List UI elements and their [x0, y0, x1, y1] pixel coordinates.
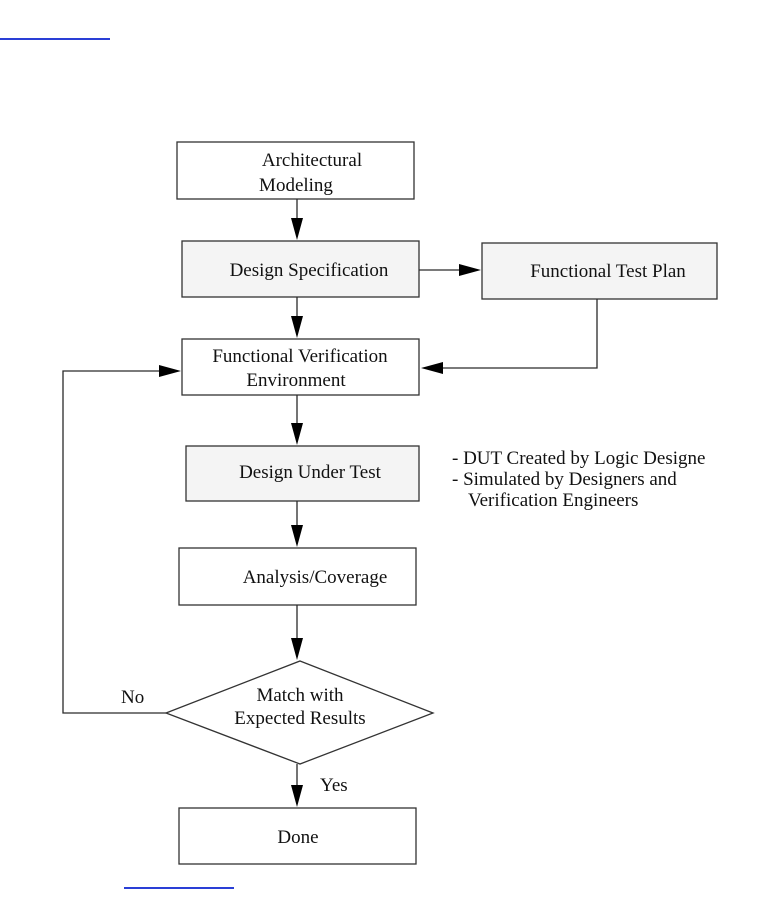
edge-analysis-to-match	[291, 605, 303, 660]
edge-env-to-dut	[291, 395, 303, 445]
edge-spec-to-plan	[419, 264, 481, 276]
node-analysis-coverage: Analysis/Coverage	[178, 547, 417, 606]
node-dut-label: Design Under Test	[239, 462, 382, 483]
edge-match-yes-to-done: Yes	[291, 764, 348, 807]
node-arch-line-1: Architectural	[262, 150, 362, 171]
node-arch-line-2: Modeling	[259, 175, 333, 196]
node-analysis-label: Analysis/Coverage	[243, 567, 388, 588]
dut-notes: - DUT Created by Logic Designe - Simulat…	[452, 448, 705, 511]
node-functional-verification-environment: Functional Verification Environment	[181, 338, 420, 396]
node-match-line-2: Expected Results	[234, 708, 365, 729]
node-env-line-1: Functional Verification	[212, 346, 388, 367]
note-line-3: Verification Engineers	[468, 490, 638, 511]
edge-plan-to-env	[421, 299, 598, 374]
node-architectural-modeling: Architectural Modeling	[176, 141, 415, 200]
note-line-2: - Simulated by Designers and	[452, 469, 677, 490]
node-plan-label: Functional Test Plan	[530, 261, 686, 282]
node-spec-label: Design Specification	[230, 260, 389, 281]
node-done: Done	[178, 807, 417, 865]
node-design-specification: Design Specification	[181, 240, 420, 298]
edge-label-no: No	[121, 687, 144, 708]
edge-label-yes: Yes	[320, 775, 348, 796]
node-done-label: Done	[277, 827, 318, 848]
node-match-expected-results: Match with Expected Results	[164, 660, 435, 765]
note-line-1: - DUT Created by Logic Designe	[452, 448, 705, 469]
link-underline-top[interactable]	[0, 38, 110, 40]
edge-spec-to-env	[291, 297, 303, 338]
link-underline-bottom[interactable]	[124, 887, 234, 889]
node-functional-test-plan: Functional Test Plan	[481, 242, 718, 300]
edge-match-no-to-env: No	[62, 365, 181, 714]
node-match-line-1: Match with	[256, 685, 344, 706]
edge-dut-to-analysis	[291, 501, 303, 547]
node-env-line-2: Environment	[246, 370, 346, 391]
node-design-under-test: Design Under Test	[185, 445, 420, 502]
edge-arch-to-spec	[291, 199, 303, 240]
